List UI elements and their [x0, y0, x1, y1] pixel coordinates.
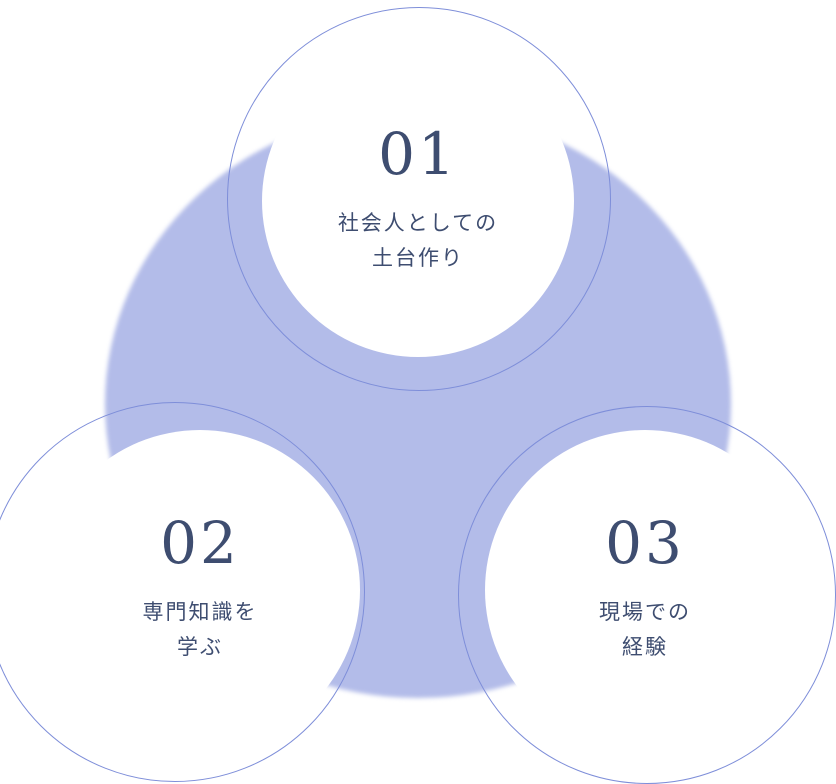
step-02-label: 専門知識を 学ぶ — [143, 596, 258, 665]
step-01-outline-ring — [227, 7, 611, 391]
step-02-number: 02 — [160, 509, 240, 578]
step-02-label-line-2: 学ぶ — [177, 636, 223, 659]
step-03-label: 現場での 経験 — [599, 596, 691, 665]
step-02-outline-ring — [0, 402, 365, 782]
step-01-number: 01 — [378, 120, 458, 189]
step-02-label-line-1: 専門知識を — [142, 601, 258, 625]
step-01-label-line-1: 社会人としての — [337, 212, 499, 236]
step-03-circle: 03 現場での 経験 — [485, 430, 805, 750]
step-01-label-line-2: 土台作り — [372, 247, 464, 270]
step-02-circle: 02 専門知識を 学ぶ — [40, 430, 360, 750]
step-01-label: 社会人としての 土台作り — [338, 207, 498, 276]
step-03-label-line-2: 経験 — [622, 636, 668, 659]
step-03-label-line-1: 現場での — [599, 601, 691, 625]
step-01-circle: 01 社会人としての 土台作り — [262, 45, 574, 357]
step-03-number: 03 — [605, 509, 685, 578]
